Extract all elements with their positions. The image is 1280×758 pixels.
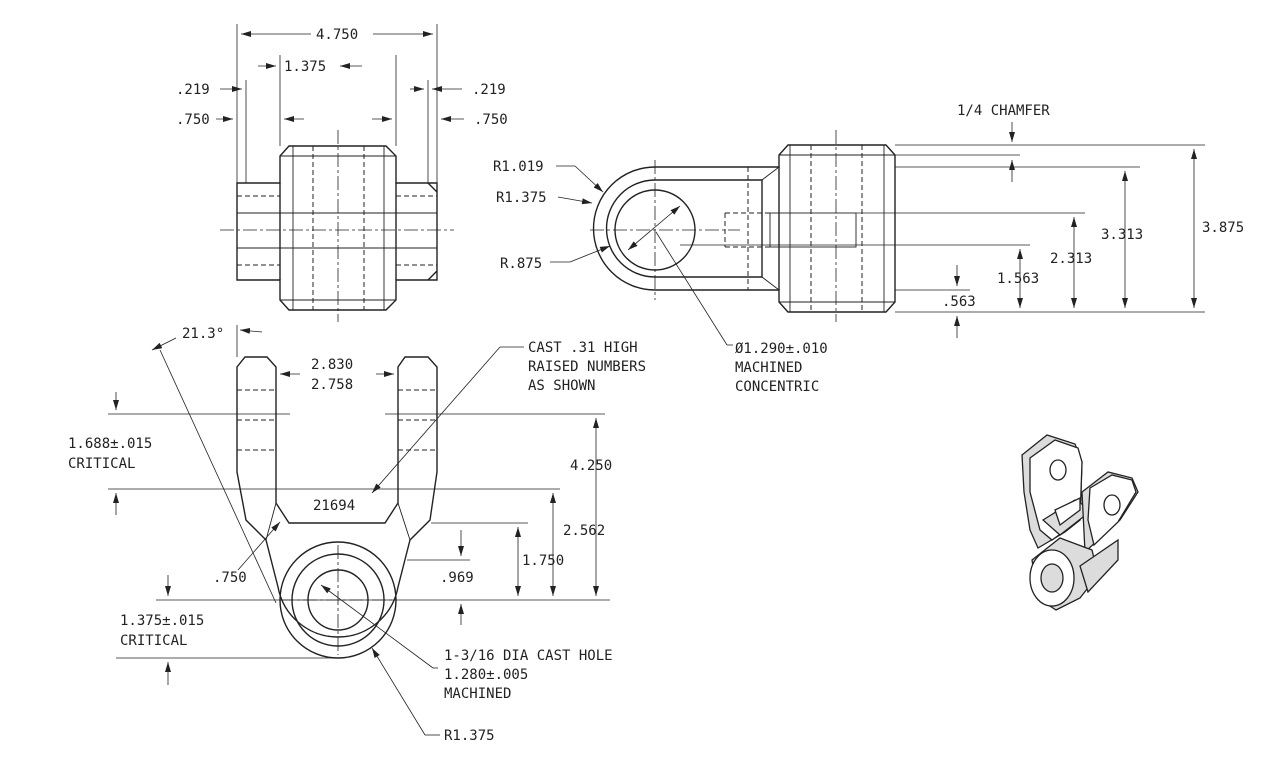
top-left-flange: .219 [176,82,210,98]
chamfer-note: 1/4 CHAMFER [957,103,1050,119]
hole-note-2: 1.280±.005 [444,667,528,683]
critical-dim-a: 1.688±.015 [68,436,152,452]
inner-radius: R.875 [500,256,542,272]
side-view: 1/4 CHAMFER 3.875 3.313 2.313 1.563 .563… [493,103,1244,395]
front-view: 21694 21.3° 2.830 2.758 CAST .31 HIGH RA… [68,325,646,744]
top-view-dimensions: 4.750 1.375 .219 .219 .750 .750 [176,24,508,183]
top-right-offset: .750 [474,112,508,128]
top-right-flange: .219 [472,82,506,98]
bore-note-3: CONCENTRIC [735,379,819,395]
top-left-offset: .750 [176,112,210,128]
slot-width-max: 2.830 [311,357,353,373]
bottom-radius: R1.375 [444,728,495,744]
side-height-total: 3.875 [1202,220,1244,236]
wall-dim: .969 [440,570,474,586]
critical-dim-b: 1.375±.015 [120,613,204,629]
cast-note-2: RAISED NUMBERS [528,359,646,375]
top-view: 4.750 1.375 .219 .219 .750 .750 [176,24,508,322]
bore-note-1: Ø1.290±.010 [735,341,828,357]
side-height-d: .563 [942,294,976,310]
critical-label-a: CRITICAL [68,456,135,472]
slot-width-min: 2.758 [311,377,353,393]
isometric-view [1021,434,1139,611]
side-view-dimensions: 1/4 CHAMFER 3.875 3.313 2.313 1.563 .563… [493,103,1244,395]
fillet-dim: .750 [213,570,247,586]
critical-label-b: CRITICAL [120,633,187,649]
side-height-b: 2.313 [1050,251,1092,267]
hole-note-3: MACHINED [444,686,511,702]
angle-dim: 21.3° [182,326,224,342]
cast-note-1: CAST .31 HIGH [528,340,638,356]
cast-note-3: AS SHOWN [528,378,595,394]
outer-radius: R1.019 [493,159,544,175]
front-view-body: 21694 [236,356,438,659]
side-height-a: 3.313 [1101,227,1143,243]
mid-radius: R1.375 [496,190,547,206]
part-number: 21694 [313,498,355,514]
side-view-body [590,130,896,322]
side-height-c: 1.563 [997,271,1039,287]
top-view-body [220,130,454,322]
top-center-width: 1.375 [284,59,326,75]
hole-note-1: 1-3/16 DIA CAST HOLE [444,648,613,664]
front-height-b: 1.750 [522,553,564,569]
front-height-a: 2.562 [563,523,605,539]
bore-note-2: MACHINED [735,360,802,376]
top-overall-width: 4.750 [316,27,358,43]
front-height-total: 4.250 [570,458,612,474]
front-view-dimensions: 21.3° 2.830 2.758 CAST .31 HIGH RAISED N… [68,325,646,744]
